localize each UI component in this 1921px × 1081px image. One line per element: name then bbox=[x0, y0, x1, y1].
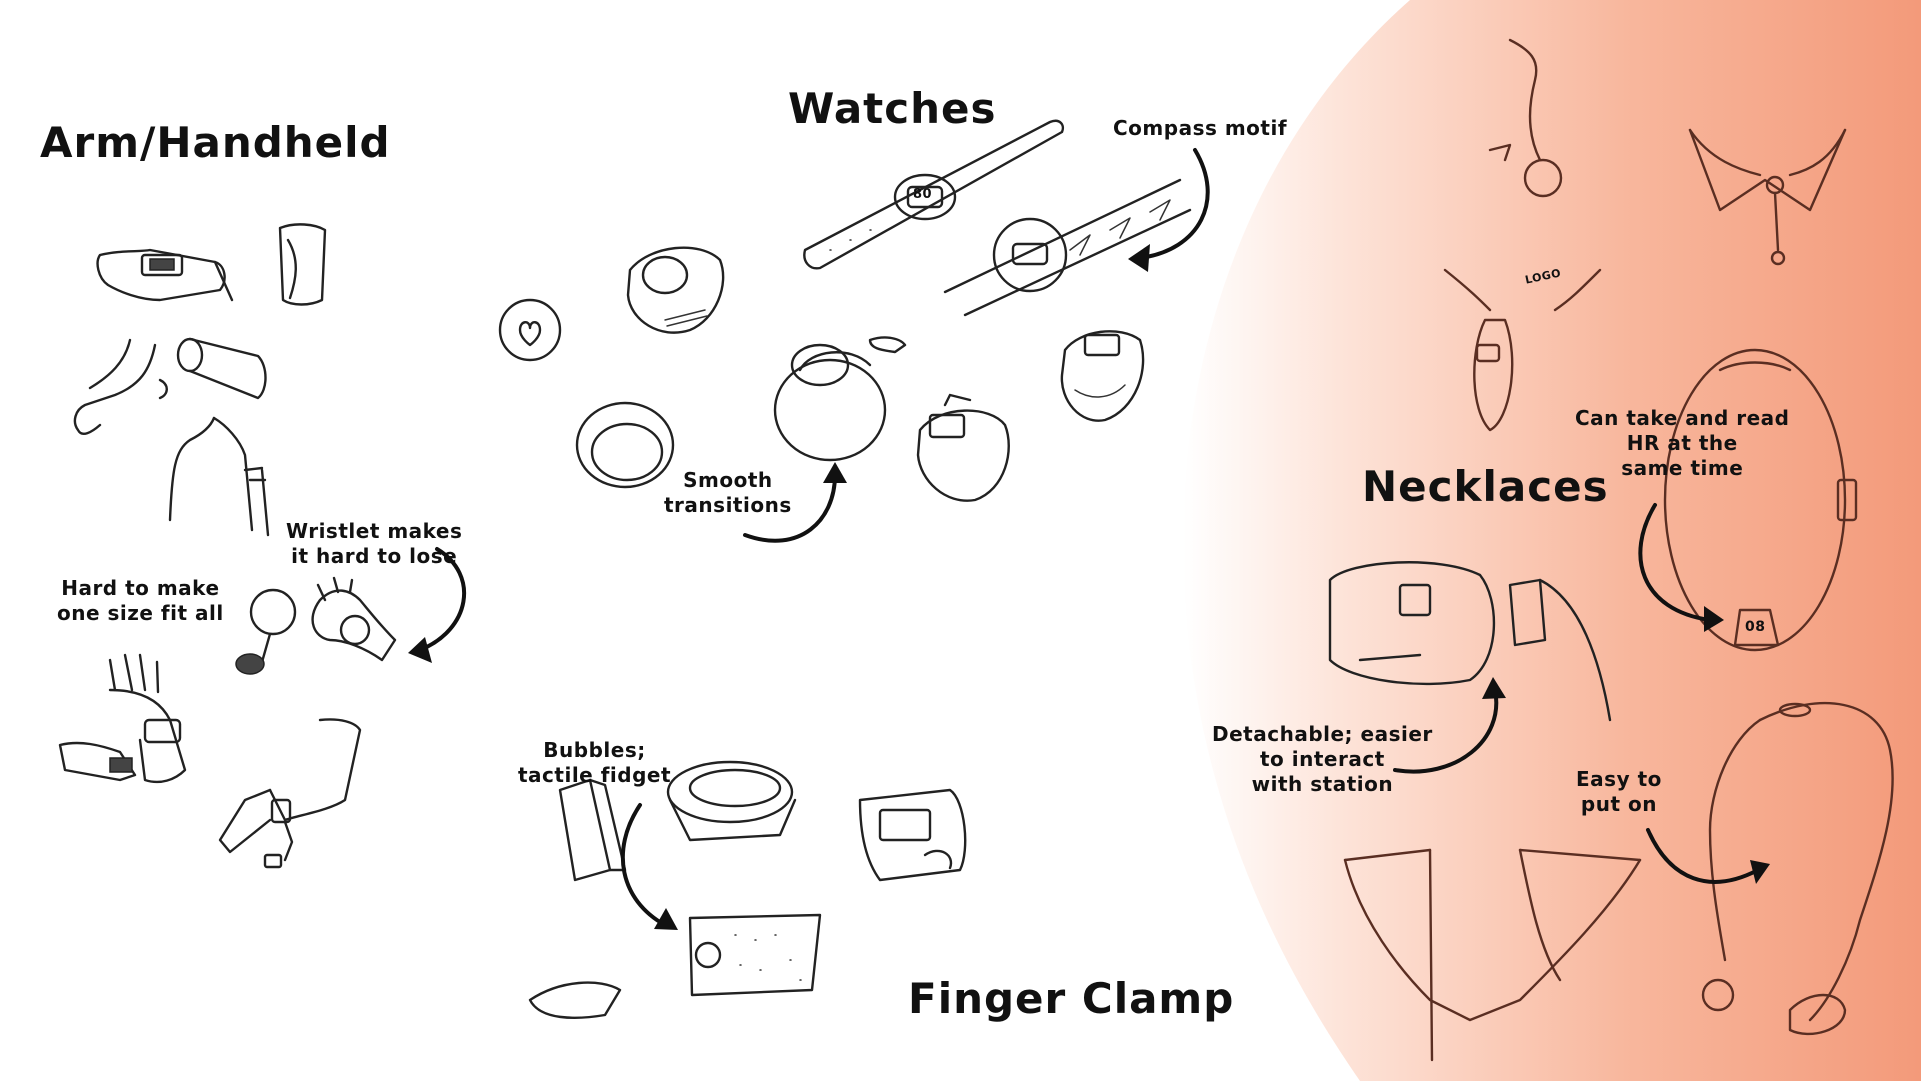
note-one-size: Hard to make one size fit all bbox=[57, 576, 224, 625]
round-ring-watch-sketch bbox=[626, 246, 725, 334]
arm-cuff-sketch bbox=[96, 248, 234, 302]
note-detachable: Detachable; easier to interact with stat… bbox=[1212, 722, 1433, 796]
hand-cuff-sketch bbox=[58, 653, 187, 784]
smooth-arrow bbox=[743, 462, 847, 543]
compass-arrow bbox=[1128, 148, 1210, 272]
bubble-clamp-sketch bbox=[688, 913, 822, 997]
section-title-watches: Watches bbox=[788, 84, 997, 133]
oval-clamp-sketch bbox=[666, 760, 797, 842]
oval-necklace-hr-sketch bbox=[1663, 348, 1858, 652]
necklace-display-label: 08 bbox=[1745, 619, 1766, 635]
note-smooth-transitions: Smooth transitions bbox=[664, 468, 792, 517]
neck-pendant-sketch bbox=[1688, 128, 1847, 266]
shoulder-band-sketch bbox=[168, 416, 270, 537]
hr-arrow bbox=[1638, 503, 1724, 632]
wide-band-watch-sketch bbox=[916, 393, 1010, 502]
compass-watch-sketch bbox=[943, 178, 1192, 317]
section-title-necklaces: Necklaces bbox=[1362, 462, 1609, 511]
long-band-watch-sketch bbox=[803, 119, 1064, 270]
detachable-pendant-sketch bbox=[1328, 561, 1612, 722]
note-bubbles: Bubbles; tactile fidget bbox=[518, 738, 672, 787]
pillow-clip-sketch bbox=[528, 981, 622, 1019]
wristlet-arrow bbox=[408, 547, 466, 663]
detachable-arrow bbox=[1393, 677, 1506, 774]
square-face-watch-sketch bbox=[1060, 330, 1145, 422]
pendant-sketch-top bbox=[1488, 38, 1563, 198]
folded-clip-sketch bbox=[558, 778, 627, 882]
raised-arm-sketch bbox=[73, 338, 168, 435]
open-necklace-sketch bbox=[1701, 701, 1894, 1036]
display-clamp-sketch bbox=[858, 788, 967, 882]
dome-ring-sketch bbox=[773, 336, 907, 462]
bubbles-arrow bbox=[620, 803, 678, 930]
forearm-cuff-sketch bbox=[218, 718, 362, 869]
cylinder-sketch bbox=[176, 337, 267, 400]
section-title-finger-clamp: Finger Clamp bbox=[908, 974, 1235, 1023]
heart-button-sketch bbox=[498, 298, 562, 362]
oval-ring-watch-sketch bbox=[575, 401, 675, 489]
note-hr: Can take and read HR at the same time bbox=[1575, 406, 1790, 480]
cup-sketch bbox=[278, 223, 327, 306]
collar-necklace-sketch bbox=[1343, 848, 1642, 1062]
watch-display-label: 80 bbox=[913, 187, 933, 202]
wristlet-sketch bbox=[235, 576, 397, 675]
logo-lanyard-sketch bbox=[1443, 268, 1602, 432]
section-title-arm-handheld: Arm/Handheld bbox=[40, 118, 391, 167]
note-compass-motif: Compass motif bbox=[1113, 116, 1288, 140]
note-easy-to-put-on: Easy to put on bbox=[1576, 767, 1662, 816]
easy-arrow bbox=[1646, 828, 1770, 884]
note-wristlet: Wristlet makes it hard to lose bbox=[286, 519, 463, 568]
